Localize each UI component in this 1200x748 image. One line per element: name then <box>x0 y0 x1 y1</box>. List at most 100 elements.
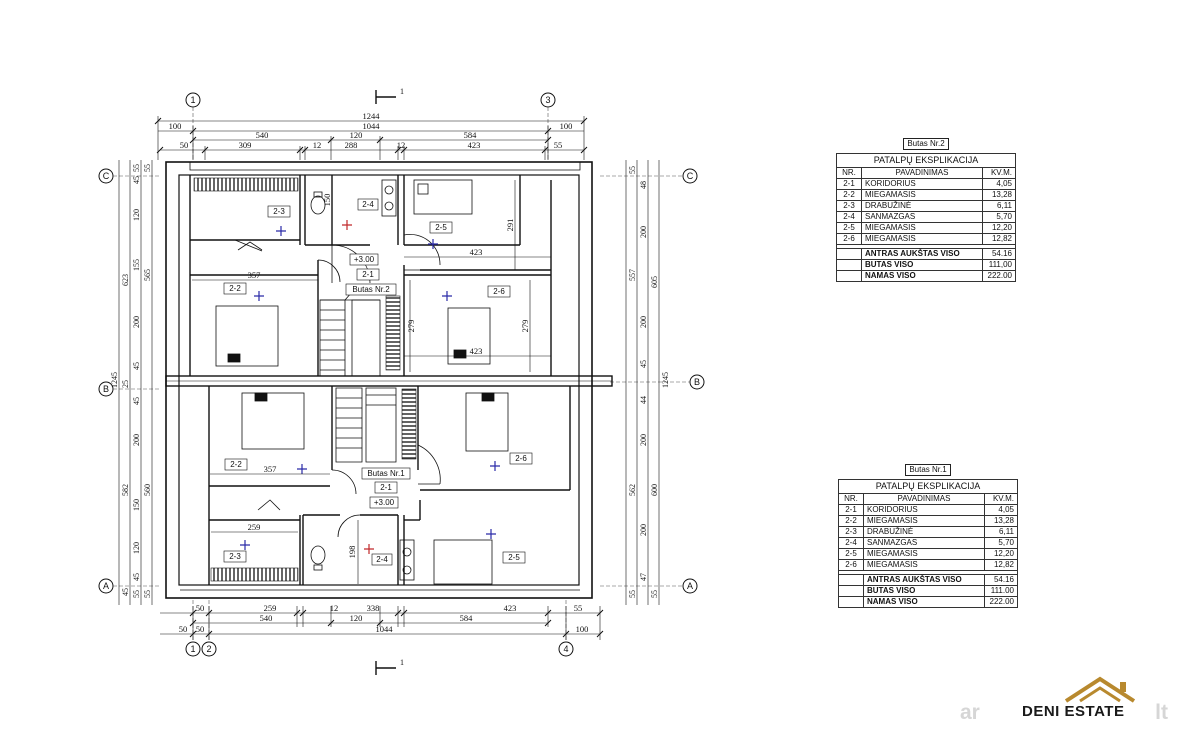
dim-left-45e: 45 <box>121 588 130 596</box>
dim-right-200c: 200 <box>639 434 648 446</box>
room-label-2-1-lower: 2-1 <box>380 483 392 492</box>
dim-right-55c: 55 <box>650 590 659 598</box>
dim-left-55d: 55 <box>143 590 152 598</box>
grid-bubble-1-bottom <box>185 641 201 657</box>
room-label-2-3-upper: 2-3 <box>273 207 285 216</box>
table-apt2: PATALPŲ EKSPLIKACIJA NR. PAVADINIMAS KV.… <box>836 153 1016 282</box>
dim-right-1245: 1245 <box>661 372 670 388</box>
site-watermark-prefix: ar <box>960 701 980 724</box>
dim-bot-120: 120 <box>350 613 363 623</box>
wardrobe-hatch-upper <box>193 177 299 192</box>
dim-bot-12: 12 <box>330 603 339 613</box>
stairs-lower <box>335 387 397 463</box>
interior-walls <box>189 175 571 585</box>
dim-bot-338: 338 <box>367 603 380 613</box>
grid-bubble-2-bottom <box>201 641 217 657</box>
dim-left-25: 25 <box>121 380 130 388</box>
dim-left-120: 120 <box>132 209 141 221</box>
grid-label-1-bottom: 1 <box>190 644 195 654</box>
section-mark-bottom-label: 1 <box>400 658 404 667</box>
col-header-name: PAVADINIMAS <box>861 167 983 179</box>
dim-bot-50a: 50 <box>179 624 188 634</box>
dim-left-45c: 45 <box>132 397 141 405</box>
dim-bot-423: 423 <box>504 603 517 613</box>
dim-top-423: 423 <box>468 140 481 150</box>
wardrobe-hatch-corridor-lower <box>401 388 417 460</box>
grid-label-a-right: A <box>687 581 693 591</box>
dim-left-45d: 45 <box>132 573 141 581</box>
dim-right-200b: 200 <box>639 316 648 328</box>
room-label-2-3-lower: 2-3 <box>229 552 241 561</box>
dim-left-200b: 200 <box>132 434 141 446</box>
dim-right-557: 557 <box>628 269 637 281</box>
dim-left-582: 582 <box>121 484 130 496</box>
room-dim-423-upper-b: 423 <box>470 346 483 356</box>
table-caption-apt1: Butas Nr.1 <box>905 464 951 476</box>
dim-left-565: 565 <box>143 269 152 281</box>
dim-top-side-left: 100 <box>169 121 182 131</box>
dim-bot-1044: 1044 <box>376 624 394 634</box>
col-header-name: PAVADINIMAS <box>863 493 985 505</box>
apartment-label-lower: Butas Nr.1 <box>367 469 405 478</box>
dim-right-55a: 55 <box>628 166 637 174</box>
dim-top-50: 50 <box>180 140 189 150</box>
room-dim-259-lower: 259 <box>248 522 261 532</box>
brand-name: DENI ESTATE <box>1022 703 1125 720</box>
room-dim-279b: 279 <box>406 320 416 333</box>
col-header-area: KV.M. <box>982 167 1016 179</box>
room-label-2-2-upper: 2-2 <box>229 284 241 293</box>
room-dim-279a: 279 <box>520 320 530 333</box>
grid-bubble-c-right <box>682 168 698 184</box>
grid-bubble-a-right <box>682 578 698 594</box>
grid-label-b-left: B <box>103 384 109 394</box>
col-header-nr: NR. <box>836 167 862 179</box>
dim-right-605: 605 <box>650 276 659 288</box>
room-dim-150: 150 <box>322 194 332 207</box>
dim-left-55a: 55 <box>143 164 152 172</box>
grid-label-4-bottom: 4 <box>563 644 568 654</box>
dim-left-623: 623 <box>121 274 130 286</box>
dim-bot-259: 259 <box>264 603 277 613</box>
dim-right-48: 48 <box>639 181 648 189</box>
dim-bot-50: 50 <box>196 603 205 613</box>
dim-left-155: 155 <box>132 259 141 271</box>
dim-left-55c: 55 <box>132 590 141 598</box>
dim-left-1245: 1245 <box>110 372 119 388</box>
house-roof-logo-icon <box>1064 676 1136 703</box>
dim-top-12b: 12 <box>397 140 406 150</box>
grid-label-b-right: B <box>694 377 700 387</box>
section-mark-top-label: 1 <box>400 87 404 96</box>
section-mark-top <box>375 90 396 104</box>
grid-bubble-4-bottom <box>558 641 574 657</box>
dim-left-55b: 55 <box>132 164 141 172</box>
room-label-2-1-upper: 2-1 <box>362 270 374 279</box>
dim-top-12a: 12 <box>313 140 322 150</box>
room-label-2-2-lower: 2-2 <box>230 460 242 469</box>
dim-bot-55: 55 <box>574 603 583 613</box>
room-label-2-5-upper: 2-5 <box>435 223 447 232</box>
furniture <box>215 179 509 585</box>
dim-right-45: 45 <box>639 360 648 368</box>
dim-right-44: 44 <box>639 396 648 404</box>
table-title-apt2: PATALPŲ EKSPLIKACIJA <box>836 153 1016 168</box>
grid-label-1-top: 1 <box>190 95 195 105</box>
table-caption-apt2: Butas Nr.2 <box>903 138 949 150</box>
dim-right-47: 47 <box>639 573 648 581</box>
dim-left-45a: 45 <box>132 176 141 184</box>
dim-right-600: 600 <box>650 484 659 496</box>
dim-bot-50b: 50 <box>196 624 205 634</box>
brand-watermark: ar DENI ESTATE lt <box>960 673 1170 724</box>
dim-top-120: 120 <box>350 130 363 140</box>
site-watermark-suffix: lt <box>1155 701 1168 724</box>
dim-top-584: 584 <box>464 130 478 140</box>
dim-bot-540: 540 <box>260 613 273 623</box>
